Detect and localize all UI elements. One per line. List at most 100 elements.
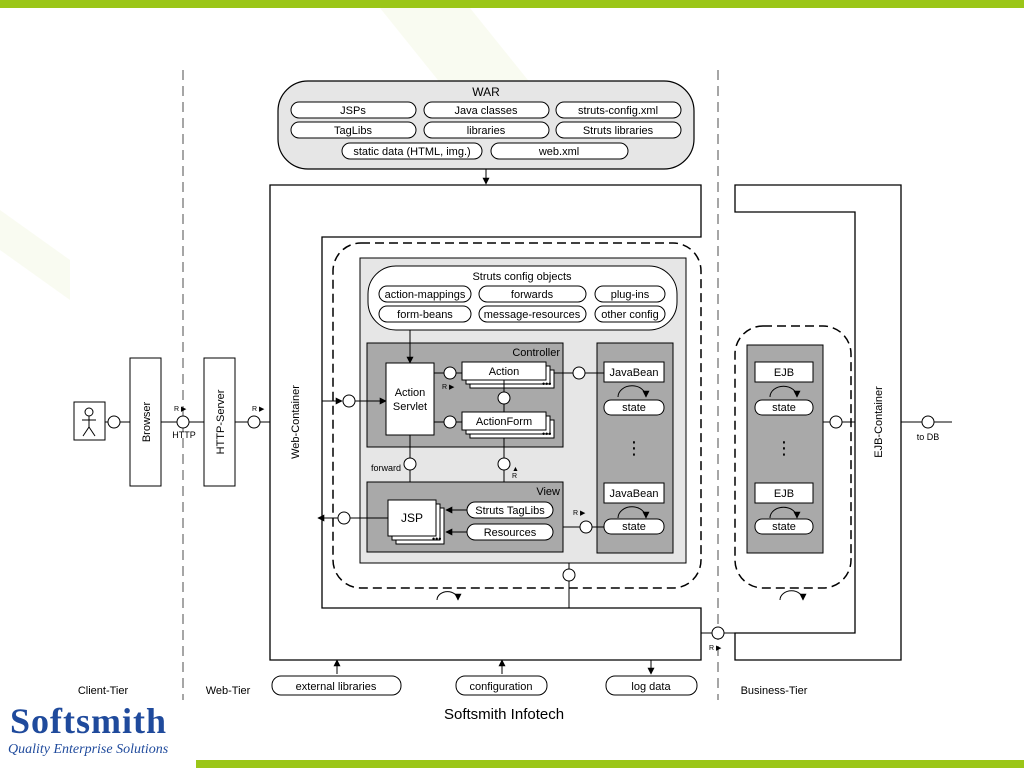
svg-text:Struts TagLibs: Struts TagLibs: [475, 505, 545, 517]
svg-text:Action: Action: [489, 366, 520, 378]
brand-logo: Softsmith: [10, 701, 168, 741]
config-item: forwards: [478, 285, 587, 303]
war-package: WAR JSPs Java classes struts-config.xml …: [277, 80, 695, 170]
resources: Resources: [466, 523, 554, 541]
forward-interface-icon: [403, 457, 417, 471]
svg-text:configuration: configuration: [470, 681, 533, 693]
svg-text:plug-ins: plug-ins: [611, 289, 650, 301]
web-tier-label: Web-Tier: [206, 685, 251, 697]
svg-text:EJB: EJB: [774, 367, 794, 379]
actionform-component: ActionForm •••: [461, 411, 555, 439]
svg-text:Struts libraries: Struts libraries: [583, 125, 654, 137]
config-item: message-resources: [478, 305, 587, 323]
svg-text:JavaBean: JavaBean: [610, 367, 659, 379]
war-item: libraries: [423, 121, 550, 139]
state-cycle-icon: [617, 506, 650, 519]
framework-boundary: [332, 242, 702, 589]
svg-text:forwards: forwards: [511, 289, 554, 301]
web-container-label: Web-Container: [290, 385, 302, 459]
war-item: static data (HTML, img.): [341, 142, 483, 160]
web-container-frame: [269, 184, 702, 661]
svg-text:JSPs: JSPs: [340, 105, 366, 117]
state-cycle-icon: [769, 506, 801, 519]
view-form-interface-icon: [497, 457, 511, 471]
config-item: plug-ins: [594, 285, 666, 303]
ejb-1: [754, 361, 814, 383]
browser-label: Browser: [141, 401, 153, 442]
server-container-interface-icon: [247, 415, 261, 429]
svg-text:libraries: libraries: [467, 125, 506, 137]
container-service-icon: [562, 568, 576, 582]
struts-config-objects: Struts config objects action-mappings fo…: [367, 265, 678, 331]
http-interface-icon: [176, 415, 190, 429]
ejb-interface-icon: [829, 415, 843, 429]
action-form-link-icon: [497, 391, 511, 405]
ejb-container-label: EJB-Container: [873, 386, 885, 458]
svg-text:form-beans: form-beans: [397, 309, 453, 321]
svg-text:JSP: JSP: [401, 511, 423, 525]
svg-text:web.xml: web.xml: [538, 146, 579, 158]
svg-text:message-resources: message-resources: [484, 309, 581, 321]
svg-text:log data: log data: [631, 681, 671, 693]
svg-text:state: state: [622, 402, 646, 414]
config-objects-title: Struts config objects: [472, 271, 572, 283]
svg-text:•••: •••: [432, 534, 441, 544]
http-label: HTTP: [172, 430, 196, 440]
top-accent-bar: [0, 0, 1024, 8]
browser-interface-icon: [107, 415, 121, 429]
action-servlet: [385, 362, 435, 436]
svg-text:static data (HTML, img.): static data (HTML, img.): [353, 146, 470, 158]
configuration: configuration: [455, 675, 548, 696]
model-interface-icon: [572, 366, 586, 380]
war-item: JSPs: [290, 101, 417, 119]
request-interface-icon: [342, 394, 356, 408]
business-tier-label: Business-Tier: [741, 685, 808, 697]
war-item: Java classes: [423, 101, 550, 119]
javabean-1: [603, 361, 665, 383]
svg-text:R ▶: R ▶: [252, 406, 265, 413]
svg-text:other config: other config: [601, 309, 658, 321]
svg-text:state: state: [772, 521, 796, 533]
container-cycle-icon: [436, 591, 462, 601]
action-component: Action •••: [461, 361, 555, 389]
svg-text:action-mappings: action-mappings: [385, 289, 466, 301]
action-servlet-label-1: Action: [395, 387, 426, 399]
svg-text:ActionForm: ActionForm: [476, 416, 532, 428]
ejb-2: [754, 482, 814, 504]
svg-text:external libraries: external libraries: [296, 681, 377, 693]
ejb-boundary: [734, 325, 852, 589]
svg-text:R ▶: R ▶: [174, 406, 187, 413]
ejb-ellipsis: ⋮: [775, 438, 793, 458]
actionform-interface-icon: [443, 415, 457, 429]
user-icon: [82, 407, 96, 437]
log-data: log data: [605, 675, 698, 696]
svg-text:struts-config.xml: struts-config.xml: [578, 105, 658, 117]
war-item: web.xml: [490, 142, 629, 160]
war-item: struts-config.xml: [555, 101, 682, 119]
action-servlet-label-2: Servlet: [393, 401, 427, 413]
view-model-interface-icon: [579, 520, 593, 534]
config-item: form-beans: [378, 305, 472, 323]
db-interface-icon: [921, 415, 935, 429]
state-cycle-icon: [617, 385, 650, 398]
controller-title: Controller: [512, 347, 560, 359]
svg-text:R ▶: R ▶: [573, 510, 586, 517]
svg-text:•••: •••: [542, 429, 551, 439]
http-server-label: HTTP-Server: [215, 389, 227, 454]
svg-text:•••: •••: [542, 379, 551, 389]
to-db-label: to DB: [917, 432, 940, 442]
footer-text: Softsmith Infotech: [444, 706, 565, 723]
config-item: other config: [594, 305, 666, 323]
svg-text:R ▶: R ▶: [709, 645, 722, 652]
jsp-component: JSP •••: [387, 499, 445, 545]
javabean-2: [603, 482, 665, 504]
svg-text:state: state: [772, 402, 796, 414]
war-item: TagLibs: [290, 121, 417, 139]
ejb-state-2: [754, 518, 814, 535]
forward-label: forward: [371, 463, 401, 473]
brand-tagline: Quality Enterprise Solutions: [8, 742, 169, 757]
action-interface-icon: [443, 366, 457, 380]
external-libraries: external libraries: [271, 675, 402, 696]
model-ellipsis: ⋮: [625, 438, 643, 458]
